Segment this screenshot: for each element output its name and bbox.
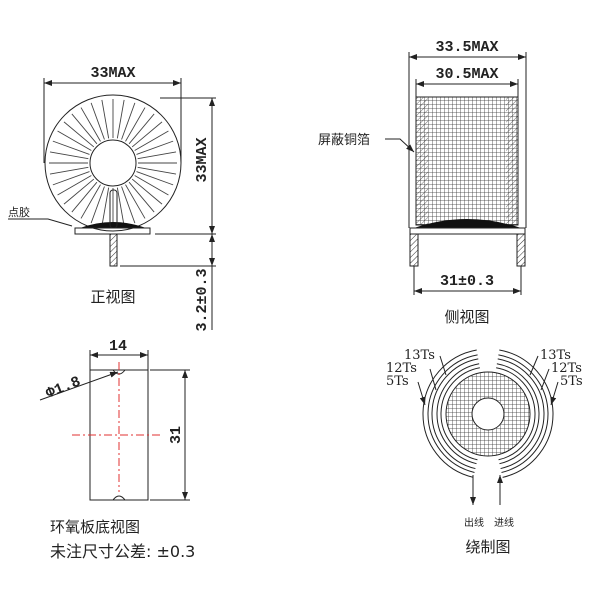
front-view-caption: 正视图 bbox=[90, 288, 135, 306]
pin-length-dim: 3.2±0.3 bbox=[194, 268, 211, 331]
shielded-body bbox=[415, 96, 519, 226]
tolerance-note: 未注尺寸公差: ±0.3 bbox=[50, 542, 195, 561]
winding-turn bbox=[71, 181, 98, 213]
bottom-view-caption: 环氧板底视图 bbox=[50, 518, 140, 536]
winding-turn bbox=[121, 102, 136, 140]
side-base-plate bbox=[409, 227, 526, 235]
winding-turn bbox=[71, 113, 98, 145]
bottom-width-dim: 14 bbox=[109, 338, 127, 355]
winding-track bbox=[496, 367, 536, 461]
winding-turn bbox=[137, 151, 177, 160]
winding-turn bbox=[116, 187, 125, 227]
out-wire-label: 出线 bbox=[464, 516, 484, 529]
winding-turn bbox=[101, 99, 110, 139]
winding-turn bbox=[80, 184, 101, 219]
glue-blob bbox=[80, 222, 146, 228]
right-turns-label: 13Ts bbox=[540, 348, 571, 363]
winding-turn bbox=[134, 175, 169, 196]
side-view-caption: 侧视图 bbox=[444, 308, 489, 326]
winding-turn bbox=[52, 140, 90, 155]
winding-turn bbox=[63, 121, 95, 148]
pin-pitch-dim: 31±0.3 bbox=[440, 273, 494, 290]
in-wire-label: 进线 bbox=[494, 516, 514, 529]
right-turns-label: 5Ts bbox=[560, 374, 583, 389]
pin bbox=[109, 233, 118, 267]
winding-turn bbox=[121, 186, 136, 224]
front-view: 33MAX 33MAX 3.2±0.3 点胶 正视图 bbox=[8, 65, 216, 332]
side-outer-dim: 33.5MAX bbox=[435, 39, 498, 56]
hole-dim: Φ1.8 bbox=[44, 373, 84, 402]
winding-turn bbox=[57, 130, 92, 151]
shield-label: 屏蔽铜箔 bbox=[318, 132, 370, 148]
winding-track bbox=[440, 367, 480, 461]
winding-turn bbox=[128, 113, 155, 145]
side-inner-dim: 30.5MAX bbox=[435, 66, 498, 83]
bottom-length-dim: 31 bbox=[168, 426, 185, 444]
front-width-dim: 33MAX bbox=[90, 65, 135, 82]
winding-turn bbox=[134, 130, 169, 151]
left-turns-label: 12Ts bbox=[386, 361, 417, 376]
winding-turn bbox=[116, 99, 125, 139]
winding-view-caption: 绕制图 bbox=[465, 538, 510, 556]
winding-turn bbox=[101, 187, 110, 227]
winding-turn bbox=[128, 181, 155, 213]
winding-turn bbox=[52, 171, 90, 186]
winding-turn bbox=[137, 166, 177, 175]
front-height-dim: 33MAX bbox=[194, 137, 211, 182]
winding-turn bbox=[49, 151, 89, 160]
winding-turn bbox=[131, 121, 163, 148]
winding-track bbox=[436, 363, 480, 465]
right-turns-label: 12Ts bbox=[551, 361, 582, 376]
winding-turn bbox=[57, 175, 92, 196]
side-view: 33.5MAX 30.5MAX 31±0.3 屏蔽铜箔 侧视图 bbox=[318, 39, 527, 326]
winding-turn bbox=[90, 186, 105, 224]
winding-turn bbox=[90, 102, 105, 140]
pin-left bbox=[409, 233, 419, 267]
winding-turn bbox=[49, 166, 89, 175]
winding-turn bbox=[136, 140, 174, 155]
left-turns-label: 13Ts bbox=[404, 348, 435, 363]
bottom-view: 14 Φ1.8 31 环氧板底视图 bbox=[39, 338, 190, 536]
winding-turn bbox=[125, 107, 146, 142]
left-turns-label: 5Ts bbox=[386, 374, 409, 389]
toroid-coil bbox=[44, 94, 182, 232]
winding-turn bbox=[80, 107, 101, 142]
winding-turn bbox=[131, 178, 163, 205]
winding-track bbox=[496, 363, 540, 465]
pin-right bbox=[516, 233, 526, 267]
winding-turn bbox=[63, 178, 95, 205]
glue-label: 点胶 bbox=[8, 205, 30, 219]
winding-view: 出线 进线 13Ts 12Ts 5Ts 13Ts 12Ts 5Ts 绕制图 bbox=[386, 348, 583, 556]
winding-turn bbox=[125, 184, 146, 219]
winding-turn bbox=[136, 171, 174, 186]
